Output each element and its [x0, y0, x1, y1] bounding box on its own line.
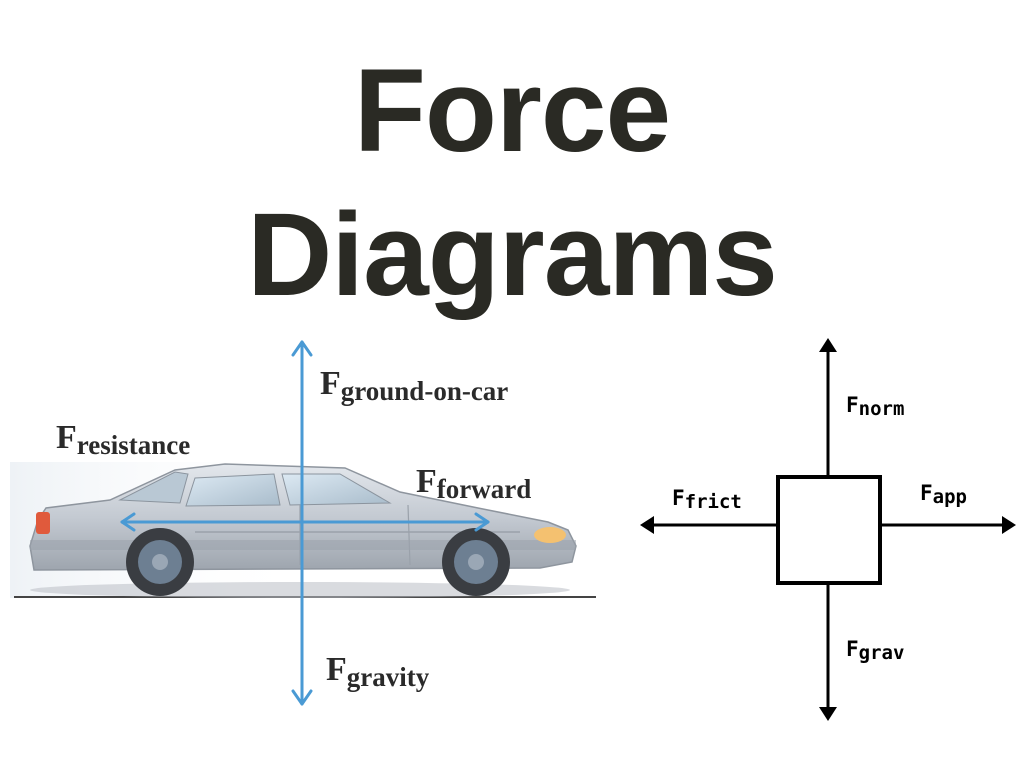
car-headlight	[534, 527, 566, 543]
label-f-forward: Fforward	[416, 463, 531, 504]
gravity-arrowhead	[291, 689, 313, 706]
title-line-2: Diagrams	[247, 189, 778, 321]
car-rear-glass	[118, 471, 189, 504]
label-f-app: Fapp	[920, 481, 967, 508]
grav-arrowhead	[819, 707, 837, 721]
frict-arrowhead	[640, 516, 654, 534]
label-f-resistance: Fresistance	[56, 419, 190, 460]
title-line-1: Force	[353, 45, 671, 177]
car-rear-wheel	[126, 528, 194, 596]
ground-on-car-arrowhead	[291, 340, 313, 357]
car-front-wheel	[442, 528, 510, 596]
label-f-ground-on-car: Fground-on-car	[320, 365, 508, 406]
car-force-diagram: Fground-on-car Fresistance Fforward Fgra…	[10, 340, 596, 706]
car-taillight	[36, 512, 50, 534]
label-f-frict: Ffrict	[672, 486, 742, 513]
norm-arrowhead	[819, 338, 837, 352]
label-f-norm: Fnorm	[846, 393, 904, 420]
label-f-grav: Fgrav	[846, 637, 904, 664]
forward-arrowhead	[474, 512, 490, 532]
box-force-diagram: Fnorm Ffrict Fapp Fgrav	[640, 338, 1016, 721]
app-arrowhead	[1002, 516, 1016, 534]
label-f-gravity: Fgravity	[326, 651, 430, 692]
box-object	[776, 475, 882, 585]
car-window-front	[281, 473, 392, 506]
resistance-arrowhead	[120, 512, 136, 532]
car-window-rear	[185, 473, 281, 507]
